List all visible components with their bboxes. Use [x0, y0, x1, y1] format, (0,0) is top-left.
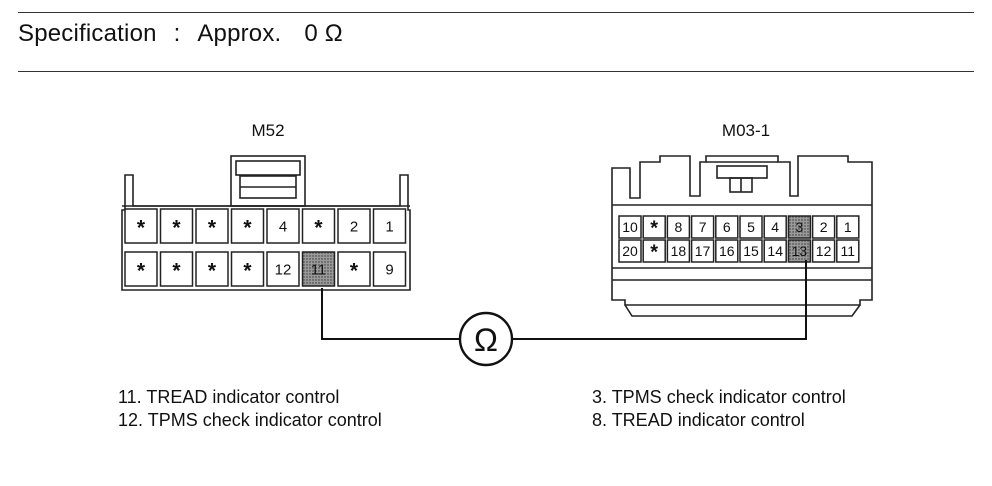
- m03-pin-label: 12: [816, 243, 832, 259]
- m52-pin-cell: [266, 208, 300, 244]
- meter-wiring: [321, 260, 807, 340]
- m03-pin-label: 3: [796, 219, 804, 235]
- m52-pin-cell: [124, 251, 158, 287]
- m03-pin-cell: [787, 239, 812, 263]
- m03-pin-cell: [618, 215, 642, 239]
- m03-pin-label: 5: [747, 219, 755, 235]
- spec-separator: :: [173, 20, 181, 47]
- m03-pin-cell: [690, 239, 715, 263]
- m52-pin-label: 12: [275, 261, 292, 278]
- m52-pin-label: *: [350, 259, 359, 282]
- legend-left: 11. TREAD indicator control 12. TPMS che…: [118, 386, 382, 432]
- m03-pin-label: 1: [844, 219, 852, 235]
- m03-pin-cell: [715, 239, 739, 263]
- m03-pin-label: 6: [723, 219, 731, 235]
- m03-pin-label: 16: [719, 243, 735, 259]
- m52-pin-cell: [337, 208, 371, 244]
- m03-pin-cell: [618, 239, 642, 263]
- m52-pin-cell: [195, 251, 229, 287]
- m03-pin-label: 20: [622, 243, 638, 259]
- m52-pin-cell: [372, 208, 407, 244]
- m52-pin-grid: * * * * 4 * 2 1 * * * * 12 11 * 9: [124, 208, 407, 287]
- m52-pin-label: *: [314, 216, 323, 239]
- legend-left-item-1: 11. TREAD indicator control: [118, 387, 340, 407]
- m03-pin-cell: [836, 239, 860, 263]
- wire-m52-pin11: [321, 288, 460, 340]
- m03-pin-cell: [666, 215, 691, 239]
- connector-m52: M52 * * * * 4 * 2 1 * * * * 12 11 * 9: [121, 121, 411, 291]
- m52-pin-label: 2: [350, 218, 358, 235]
- m03-pin-label: *: [650, 242, 658, 264]
- m03-pin-cell: [666, 239, 691, 263]
- m52-pin-cell: [230, 208, 265, 244]
- spec-label: Specification: [18, 20, 157, 47]
- legend-left-item-2: 12. TPMS check indicator control: [118, 410, 382, 430]
- m52-pin-cell: [230, 251, 265, 287]
- connector-m03-1-label: M03-1: [722, 121, 770, 140]
- m52-pin-cell: [159, 208, 194, 244]
- m52-pin-label: 1: [385, 218, 393, 235]
- m03-pin-label: 2: [820, 219, 828, 235]
- m52-pin-label: *: [208, 259, 217, 282]
- m03-pin-label: 7: [699, 219, 707, 235]
- m52-pin-cell: [372, 251, 407, 287]
- ohmmeter: Ω: [458, 311, 514, 367]
- m52-pin-cell: [337, 251, 371, 287]
- m52-pin-cell: [301, 251, 336, 287]
- m03-pin-cell: [642, 239, 666, 263]
- m03-pin-cell: [642, 215, 666, 239]
- ohmmeter-circle: [458, 311, 514, 367]
- m03-pin-cell: [739, 215, 763, 239]
- m52-pin-cell: [124, 208, 158, 244]
- m03-pin-cell: [739, 239, 763, 263]
- m03-pin-label: 13: [792, 243, 808, 259]
- spec-value-prefix: Approx.: [197, 20, 282, 47]
- m52-pin-label: *: [208, 216, 217, 239]
- m52-pin-label: *: [172, 259, 181, 282]
- m03-pin-label: 10: [622, 219, 638, 235]
- m03-pin-label: 17: [695, 243, 711, 259]
- m03-pin-cell: [787, 215, 812, 239]
- m52-pin-label: 11: [311, 261, 327, 278]
- m52-pin-cell: [159, 251, 194, 287]
- ohmmeter-symbol: Ω: [474, 322, 498, 358]
- m03-pin-label: *: [650, 218, 658, 240]
- m03-pin-label: 11: [841, 243, 856, 259]
- m52-pin-label: *: [137, 259, 146, 282]
- m52-latch: [230, 155, 306, 207]
- m52-pin-cell: [301, 208, 336, 244]
- m03-pin-cell: [763, 215, 787, 239]
- m52-pin-label: 9: [385, 261, 393, 278]
- m03-pin-cell: [763, 239, 787, 263]
- m03-pin-label: 4: [771, 219, 779, 235]
- m03-pin-cell: [690, 215, 715, 239]
- m52-pin-label: *: [243, 216, 252, 239]
- wire-m03-pin13: [512, 260, 807, 340]
- m03-pin-label: 18: [671, 243, 687, 259]
- m03-pin-label: 8: [675, 219, 683, 235]
- legend-right-item-1: 3. TPMS check indicator control: [592, 387, 846, 407]
- m03-pin-cell: [715, 215, 739, 239]
- m03-housing: [611, 155, 873, 317]
- m03-pin-label: 14: [767, 243, 783, 259]
- m52-pin-cell: [195, 208, 229, 244]
- connector-m52-label: M52: [251, 121, 284, 140]
- m03-pin-cell: [811, 215, 836, 239]
- spec-value: 0 Ω: [304, 20, 343, 47]
- m03-pin-cell: [811, 239, 836, 263]
- m52-pin-cell: [266, 251, 300, 287]
- m52-pin-label: *: [137, 216, 146, 239]
- m03-pin-cell: [836, 215, 860, 239]
- m52-pin-label: *: [172, 216, 181, 239]
- m52-pin-label: 4: [279, 218, 287, 235]
- specification-line: Specification : Approx. 0 Ω: [18, 20, 343, 48]
- specification-bar: [18, 12, 974, 72]
- m03-pin-label: 15: [743, 243, 759, 259]
- m52-pin-label: *: [243, 259, 252, 282]
- legend-right: 3. TPMS check indicator control 8. TREAD…: [592, 386, 846, 432]
- legend-right-item-2: 8. TREAD indicator control: [592, 410, 805, 430]
